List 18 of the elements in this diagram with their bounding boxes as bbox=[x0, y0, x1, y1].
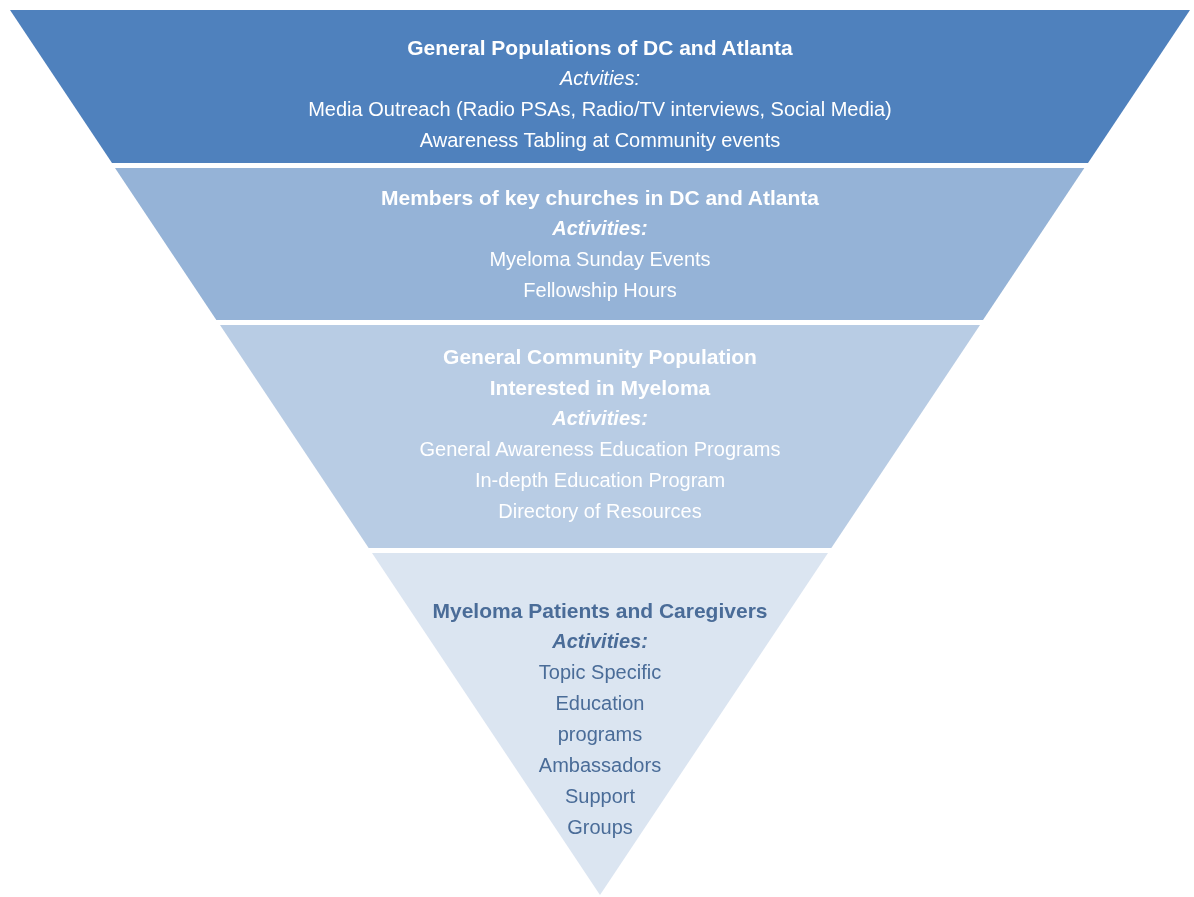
activity-item: Myeloma Sunday Events bbox=[489, 247, 711, 272]
activities-label: Activities: bbox=[552, 629, 648, 654]
activities-label: Activities: bbox=[552, 216, 648, 241]
activity-item: Ambassadors bbox=[538, 753, 662, 778]
tier-heading: Members of key churches in DC and Atlanta bbox=[381, 185, 819, 211]
activity-item: Awareness Tabling at Community events bbox=[419, 128, 781, 153]
activity-item: General Awareness Education Programs bbox=[419, 437, 781, 462]
activities-label: Actvities: bbox=[560, 66, 640, 91]
activity-item: Support Groups bbox=[563, 784, 637, 840]
tier-heading: Myeloma Patients and Caregivers bbox=[432, 598, 768, 624]
activity-item: Topic Specific Education programs bbox=[537, 660, 663, 747]
tier-heading: General Community Population Interested in Myeloma bbox=[442, 344, 758, 401]
activity-item: Fellowship Hours bbox=[523, 278, 677, 303]
tier-heading: General Populations of DC and Atlanta bbox=[407, 35, 793, 61]
activities-label: Activities: bbox=[552, 406, 648, 431]
activity-item: Media Outreach (Radio PSAs, Radio/TV interviews, Social Media) bbox=[308, 97, 892, 122]
activity-item: Directory of Resources bbox=[498, 499, 702, 524]
activity-item: In-depth Education Program bbox=[474, 468, 726, 493]
